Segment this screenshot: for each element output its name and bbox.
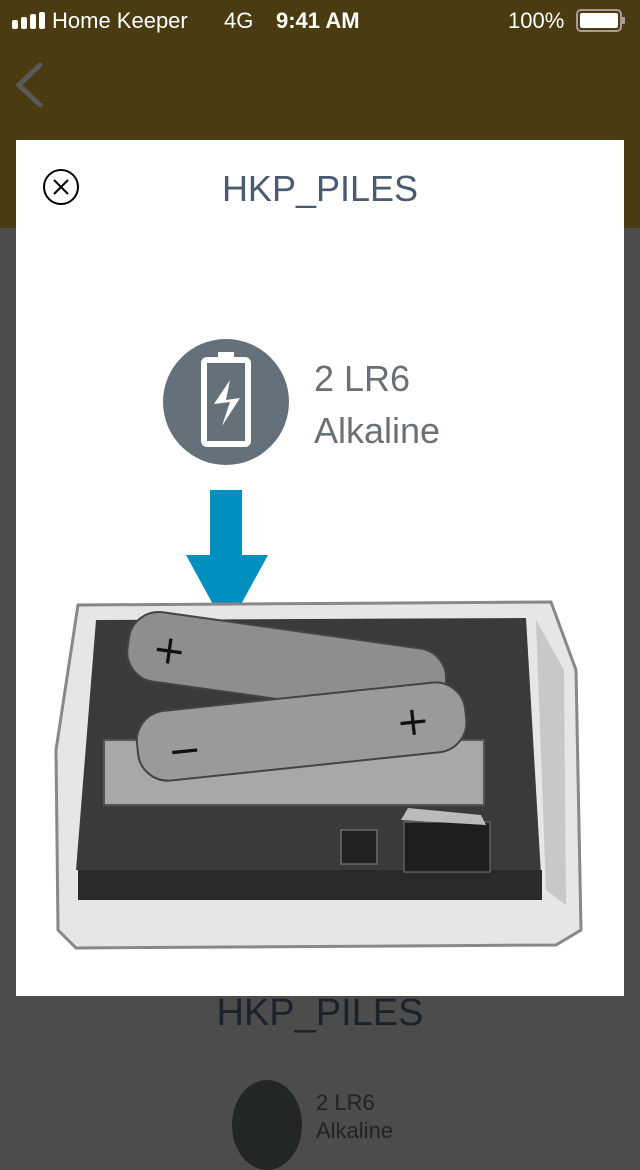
battery-badge-icon	[163, 339, 289, 465]
time: 9:41 AM	[276, 8, 360, 33]
background-battery-type: 2 LR6	[316, 1090, 375, 1115]
status-bar: Home Keeper 4G 9:41 AM 100%	[0, 0, 640, 40]
arrow-down-icon	[186, 490, 268, 630]
svg-text:−: −	[166, 726, 204, 775]
battery-percent: 100%	[508, 8, 565, 33]
background-battery-kind: Alkaline	[316, 1118, 394, 1143]
background-battery-icon	[232, 1080, 302, 1170]
chevron-left-icon[interactable]	[14, 62, 44, 108]
close-circle-icon[interactable]	[42, 168, 80, 206]
network: 4G	[224, 8, 254, 33]
svg-text:+: +	[150, 625, 190, 675]
modal-title: HKP_PILES	[221, 168, 419, 209]
battery-installation-illustration: + + −	[54, 339, 583, 950]
battery-type: 2 LR6	[314, 358, 411, 399]
battery-box: + + −	[54, 600, 583, 950]
background-title: HKP_PILES	[216, 992, 424, 1034]
signal-icon	[12, 12, 45, 29]
battery-info-modal: HKP_PILES 2 LR6 Alkaline + + −	[16, 140, 624, 996]
svg-text:+: +	[394, 697, 432, 746]
battery-icon	[576, 9, 625, 32]
carrier: Home Keeper	[52, 8, 188, 33]
battery-kind: Alkaline	[314, 410, 441, 451]
